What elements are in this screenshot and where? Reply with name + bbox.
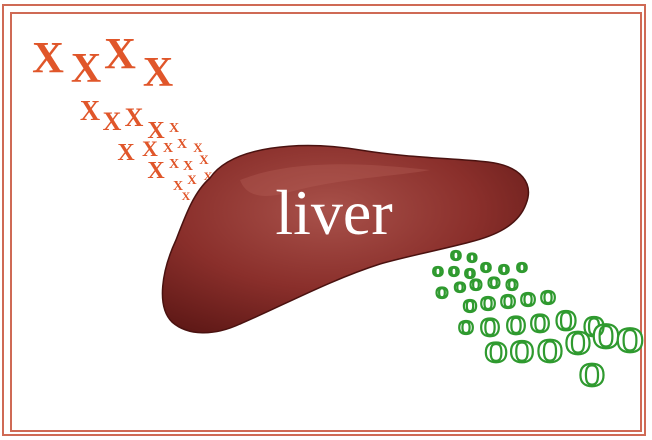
o-symbol: O [470,277,482,294]
x-symbol: X [169,157,179,172]
x-symbol: X [32,33,64,82]
o-symbol: O [451,249,462,264]
x-symbol: X [117,140,135,166]
o-symbol: O [484,336,507,369]
x-symbol: X [71,46,101,92]
x-symbol: X [182,189,191,203]
x-symbol: X [147,158,165,184]
o-symbol: O [481,261,492,276]
o-symbol: O [458,317,474,339]
liver-label: liver [275,177,392,248]
o-symbol: O [616,320,644,360]
x-symbol: X [187,172,197,187]
o-symbol: O [467,250,477,265]
o-symbol: O [540,287,556,309]
x-symbol: X [143,50,173,96]
o-symbol: O [500,291,516,313]
o-symbol: O [454,280,466,296]
o-symbol: O [579,357,605,394]
x-symbol: X [177,137,187,152]
o-symbol: O [463,296,477,316]
o-symbol: O [517,261,528,276]
x-symbol: X [103,107,122,136]
o-symbol: O [537,333,563,370]
o-symbol: O [480,293,496,315]
o-symbol: O [449,265,460,280]
x-symbol: X [169,121,179,136]
o-symbol: O [488,275,500,292]
x-symbol: X [199,152,209,167]
o-symbol: O [436,285,448,302]
o-symbol: O [433,265,444,280]
x-symbol: X [163,141,173,156]
x-symbol: X [104,29,136,78]
x-symbol: X [80,96,100,127]
o-symbol: O [510,333,535,369]
x-symbol: X [125,103,144,132]
o-symbol: O [520,289,536,311]
